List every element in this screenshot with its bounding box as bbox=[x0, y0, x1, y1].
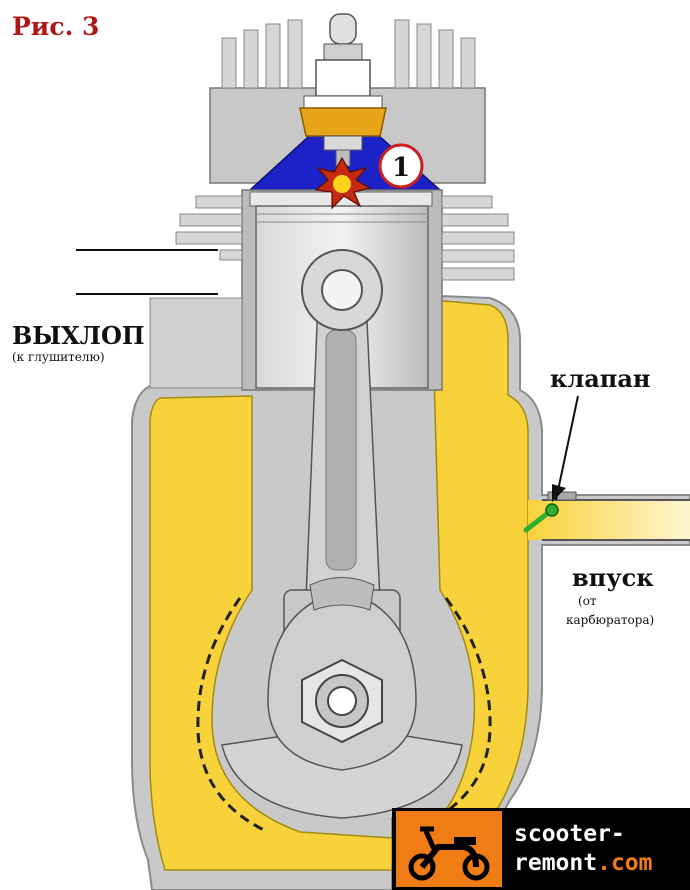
valve-label: клапан bbox=[550, 364, 651, 393]
figure-title: Рис. 3 bbox=[12, 12, 100, 41]
watermark-line2-part1: remont bbox=[514, 850, 598, 876]
watermark-line2-part2: .com bbox=[597, 850, 653, 876]
intake-sublabel-2: карбюратора) bbox=[566, 613, 655, 627]
spark-icon bbox=[314, 156, 372, 210]
scooter-icon bbox=[396, 811, 502, 887]
marker-1-label: 1 bbox=[392, 153, 410, 183]
reed-valve bbox=[523, 395, 579, 533]
exhaust-label: ВЫХЛОП bbox=[12, 321, 145, 350]
spark-plug bbox=[299, 13, 387, 167]
marker-1: 1 bbox=[378, 143, 424, 189]
exhaust-sublabel: (к глушителю) bbox=[12, 350, 105, 364]
fuel-mixture-crankcase bbox=[149, 395, 393, 871]
watermark-line1: scooter- bbox=[514, 821, 625, 847]
watermark-badge: scooter- remont.com bbox=[392, 808, 690, 890]
crankshaft bbox=[221, 577, 463, 819]
intake-port bbox=[528, 491, 690, 541]
intake-label: впуск bbox=[572, 563, 654, 592]
intake-sublabel-1: (от bbox=[578, 594, 597, 608]
